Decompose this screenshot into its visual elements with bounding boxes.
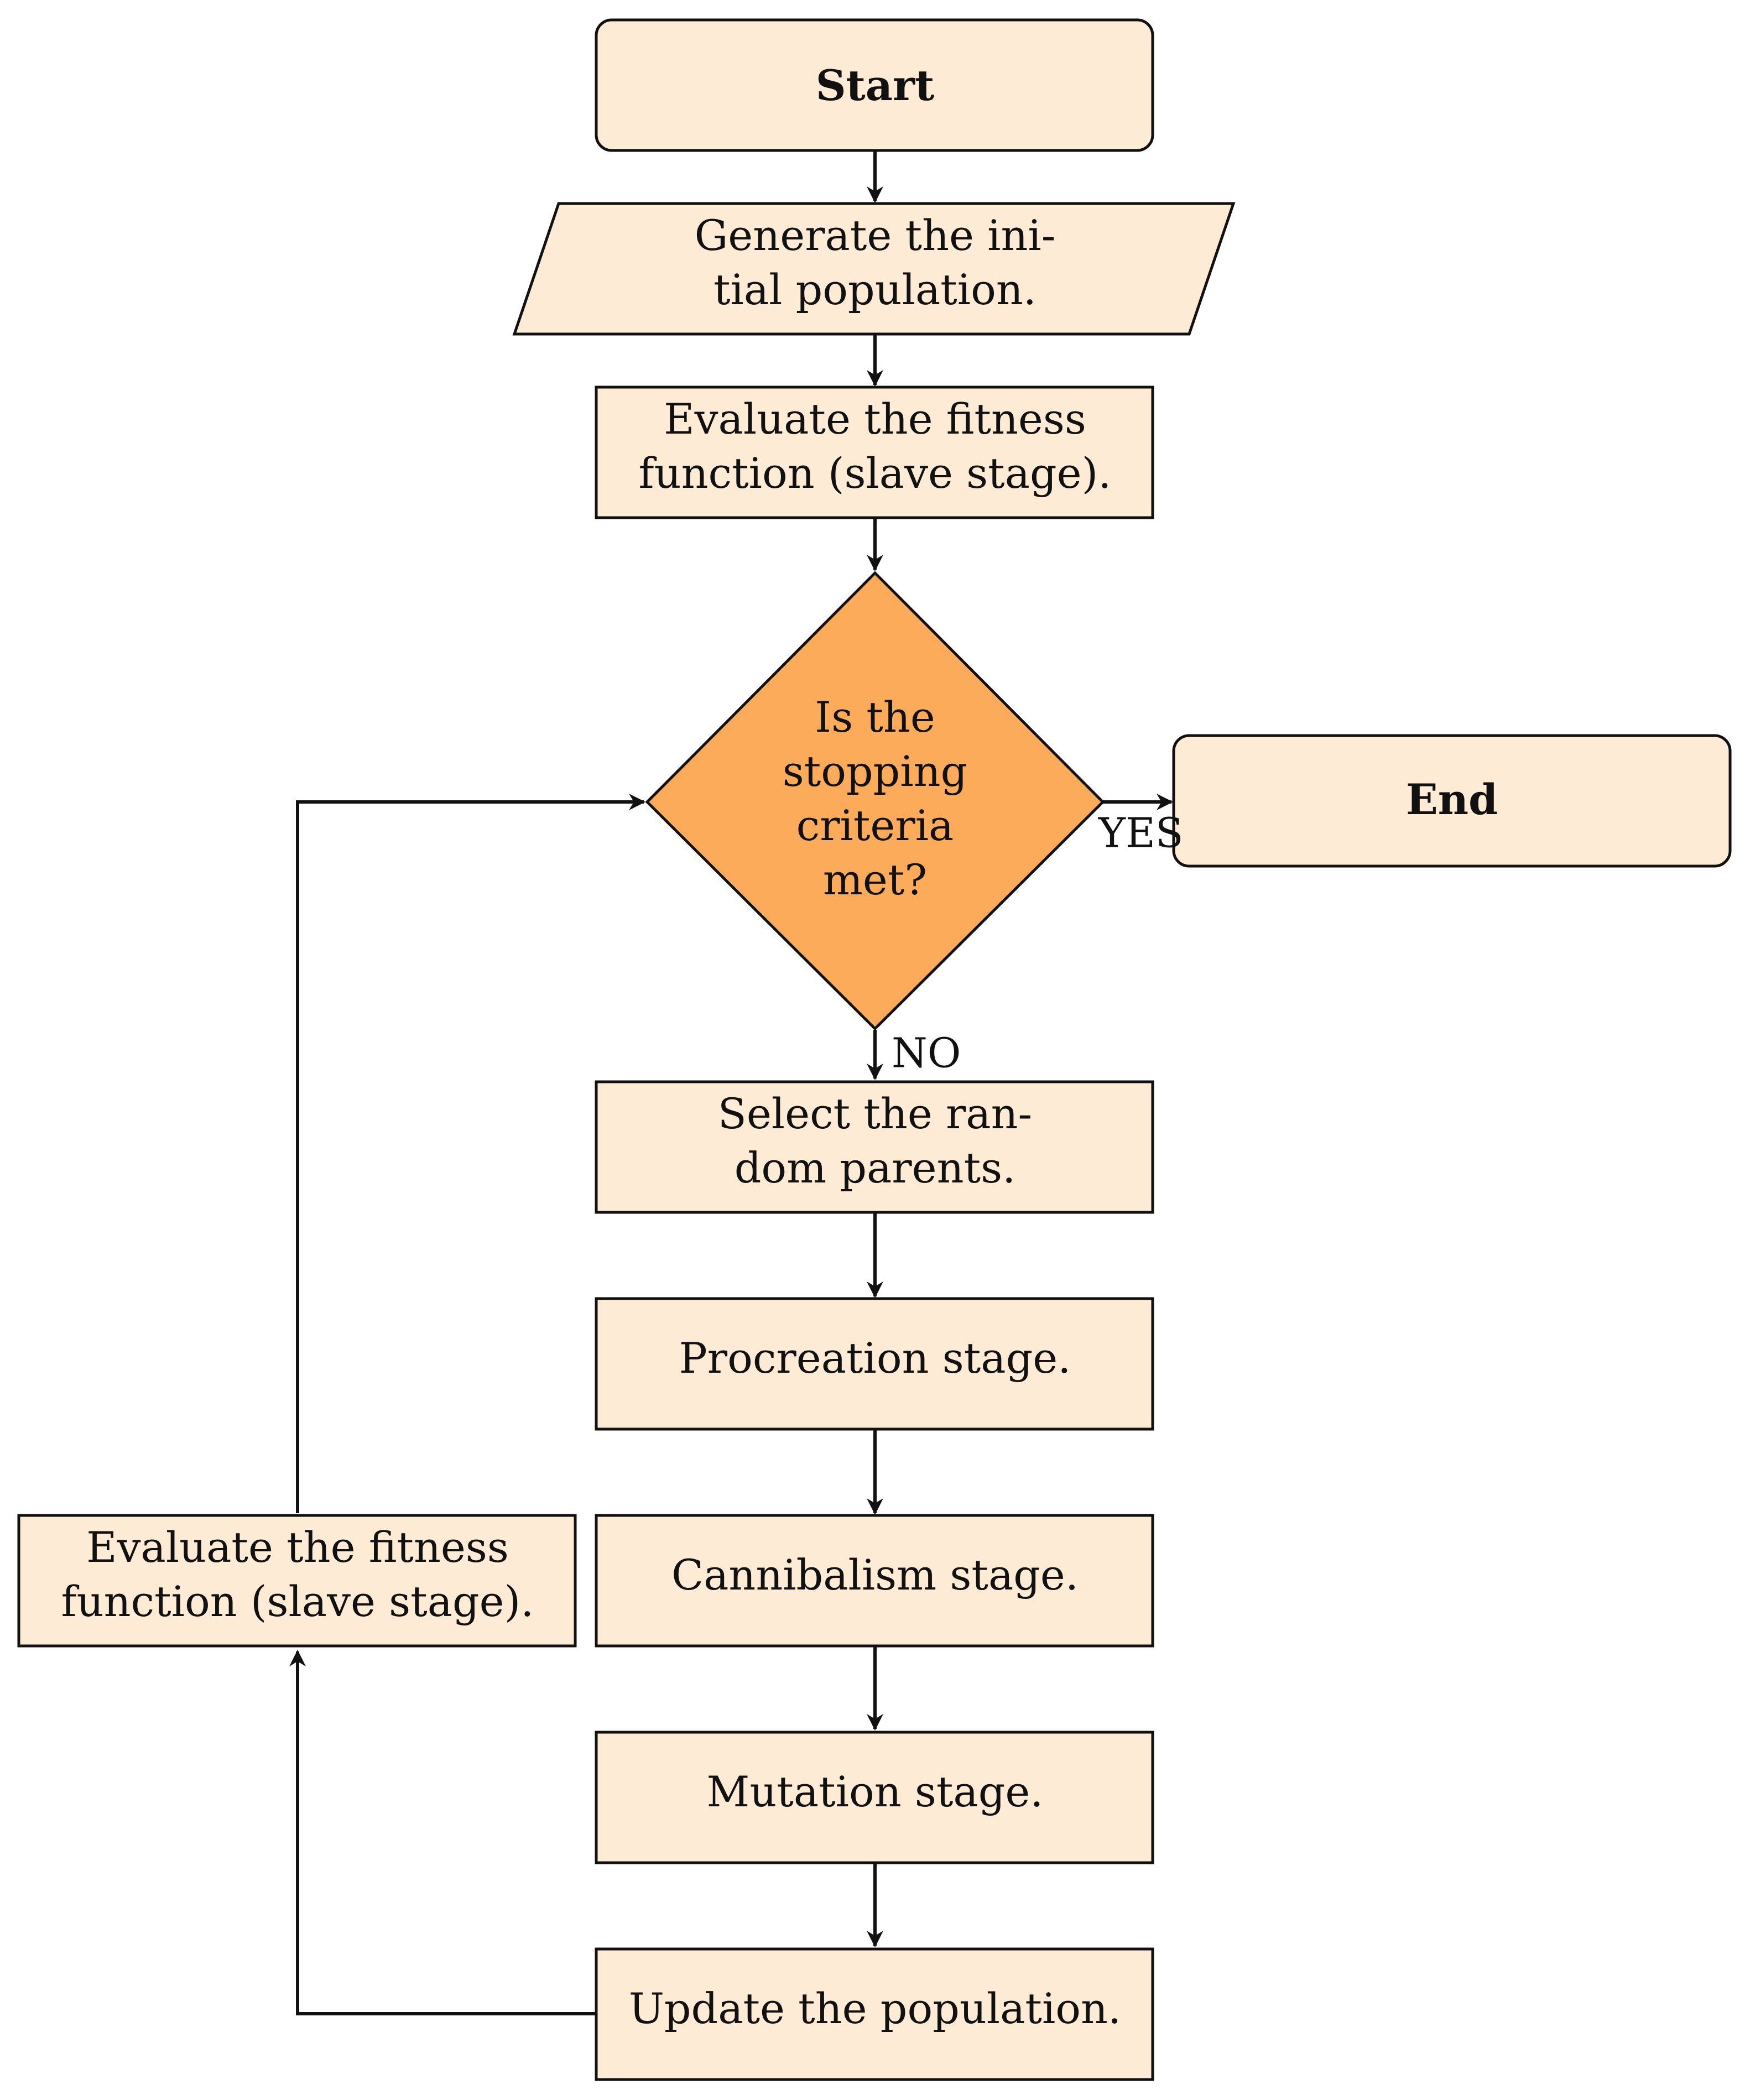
evaluate-loop-label-line-1: Evaluate the fitness: [86, 1523, 509, 1572]
select-label-line-1: Select the ran-: [718, 1089, 1032, 1138]
update-label: Update the population.: [629, 1984, 1121, 2033]
decision-label-line-3: criteria: [796, 801, 954, 850]
node-procreation: Procreation stage.: [595, 1297, 1154, 1431]
edge-evaluate-loop-to-decision: [296, 794, 645, 1513]
start-shape: [595, 18, 1154, 152]
edge-update-to-evaluate-loop: [289, 1650, 596, 2015]
node-update: Update the population.: [595, 1947, 1154, 2081]
generate-label-line-2: tial population.: [713, 265, 1037, 314]
node-end: End: [1172, 734, 1732, 868]
decision-label-line-4: met?: [823, 855, 927, 904]
cannibalism-shape: [595, 1514, 1154, 1648]
node-generate: Generate the ini- tial population.: [512, 202, 1236, 336]
edges: [289, 152, 1173, 2015]
procreation-shape: [595, 1297, 1154, 1431]
edge-label-yes: YES: [1098, 809, 1184, 857]
mutation-label: Mutation stage.: [707, 1767, 1044, 1816]
start-label: Start: [816, 61, 934, 110]
decision-label-line-1: Is the: [815, 692, 935, 742]
node-evaluate-top: Evaluate the fitness function (slave sta…: [595, 385, 1154, 519]
mutation-shape: [595, 1731, 1154, 1864]
evaluate-loop-label-line-2: function (slave stage).: [61, 1577, 534, 1626]
generate-shape: [512, 202, 1236, 336]
node-decision: Is the stopping criteria met?: [645, 571, 1105, 1031]
generate-label-line-1: Generate the ini-: [695, 211, 1056, 260]
end-label: End: [1406, 775, 1498, 824]
cannibalism-label: Cannibalism stage.: [671, 1550, 1079, 1599]
update-shape: [595, 1947, 1154, 2081]
end-shape: [1172, 734, 1732, 868]
node-start: Start: [595, 18, 1154, 152]
evaluate-top-label-line-2: function (slave stage).: [639, 449, 1112, 498]
select-shape: [595, 1080, 1154, 1214]
edge-label-no: NO: [892, 1029, 961, 1077]
evaluate-top-label-line-1: Evaluate the fitness: [664, 394, 1086, 444]
node-cannibalism: Cannibalism stage.: [595, 1514, 1154, 1648]
evaluate-loop-shape: [17, 1514, 577, 1648]
select-label-line-2: dom parents.: [735, 1143, 1016, 1192]
procreation-label: Procreation stage.: [679, 1333, 1071, 1383]
node-select: Select the ran- dom parents.: [595, 1080, 1154, 1214]
evaluate-top-shape: [595, 385, 1154, 519]
node-evaluate-loop: Evaluate the fitness function (slave sta…: [17, 1514, 577, 1648]
decision-shape: [645, 571, 1105, 1031]
node-mutation: Mutation stage.: [595, 1731, 1154, 1864]
decision-label-line-2: stopping: [783, 747, 968, 796]
